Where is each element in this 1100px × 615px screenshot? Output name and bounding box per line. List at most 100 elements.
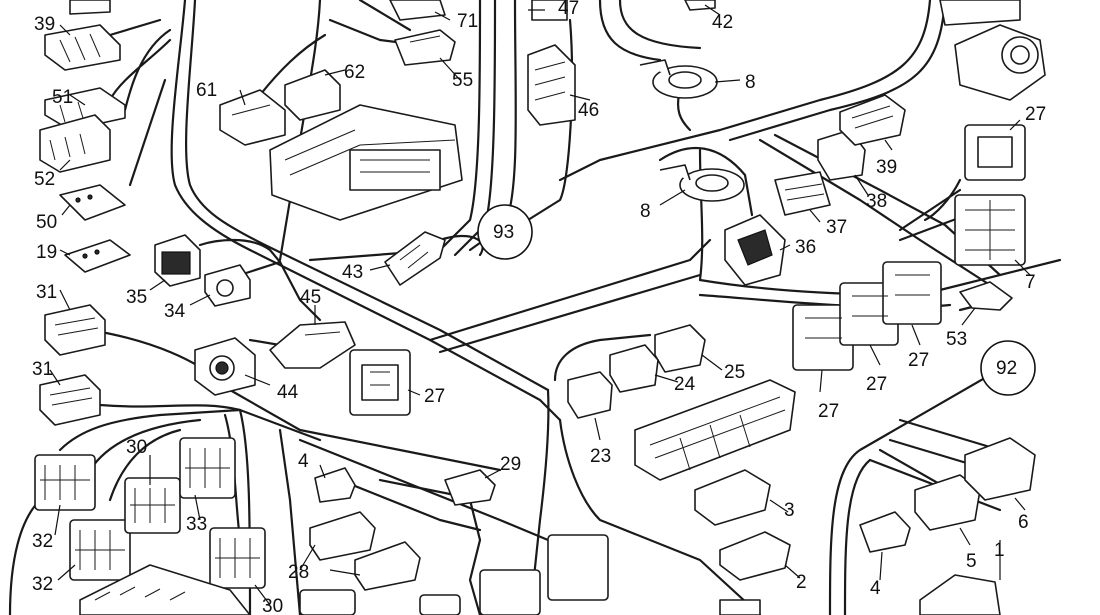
callout-1: 1 bbox=[994, 540, 1005, 561]
connector-27-group bbox=[792, 261, 942, 371]
callout-32: 32 bbox=[32, 574, 53, 595]
connector-3 bbox=[694, 469, 771, 526]
callout-62: 62 bbox=[344, 62, 365, 83]
connector-29 bbox=[444, 469, 496, 506]
connector-6 bbox=[964, 437, 1036, 501]
connector-39-right bbox=[839, 94, 906, 146]
connector-25 bbox=[654, 324, 706, 373]
callout-30: 30 bbox=[126, 437, 147, 458]
connector-45 bbox=[269, 321, 356, 369]
callout-51: 51 bbox=[52, 87, 73, 108]
connector-52 bbox=[39, 114, 111, 173]
connector-39-top-left bbox=[44, 0, 121, 71]
callout-46: 46 bbox=[578, 100, 599, 121]
callout-27: 27 bbox=[866, 374, 887, 395]
callout-33: 33 bbox=[186, 514, 207, 535]
leader-lines bbox=[49, 4, 1036, 606]
connector-bottom-right-small bbox=[719, 599, 761, 615]
callout-5: 5 bbox=[966, 551, 977, 572]
callout-3: 3 bbox=[784, 500, 795, 521]
callout-29: 29 bbox=[500, 454, 521, 475]
steering-sensor bbox=[939, 0, 1046, 101]
callout-42: 42 bbox=[712, 12, 733, 33]
connector-19 bbox=[64, 239, 131, 273]
callout-39: 39 bbox=[876, 157, 897, 178]
connector-36 bbox=[724, 214, 786, 286]
callout-35: 35 bbox=[126, 287, 147, 308]
callout-92: 92 bbox=[996, 358, 1017, 379]
connector-1 bbox=[919, 574, 1001, 615]
connector-2 bbox=[719, 531, 791, 581]
connector-42 bbox=[684, 0, 716, 11]
callout-6: 6 bbox=[1018, 512, 1029, 533]
callout-43: 43 bbox=[342, 262, 363, 283]
callout-52: 52 bbox=[34, 169, 55, 190]
relay-panel bbox=[634, 379, 796, 481]
connector-31-lower bbox=[39, 374, 101, 426]
callout-4: 4 bbox=[298, 451, 309, 472]
callout-44: 44 bbox=[277, 382, 299, 403]
callout-45: 45 bbox=[300, 287, 321, 308]
connector-71 bbox=[389, 0, 446, 21]
fuse-relay-box bbox=[79, 564, 251, 615]
connector-53 bbox=[959, 281, 1013, 311]
callout-53: 53 bbox=[946, 329, 967, 350]
control-unit-main bbox=[269, 104, 463, 221]
callout-23: 23 bbox=[590, 446, 611, 467]
connector-24 bbox=[609, 344, 659, 393]
connector-23 bbox=[567, 371, 613, 419]
connector-37 bbox=[774, 171, 831, 216]
connector-27-center bbox=[349, 349, 411, 416]
sensor-8-lower bbox=[659, 164, 745, 202]
connector-31-upper bbox=[44, 304, 106, 356]
connector-46 bbox=[527, 44, 576, 126]
callout-38: 38 bbox=[866, 191, 887, 212]
connector-55 bbox=[394, 29, 456, 66]
callout-24: 24 bbox=[674, 374, 696, 395]
connector-62 bbox=[284, 69, 341, 121]
sensor-8-upper bbox=[639, 59, 718, 99]
callout-71: 71 bbox=[457, 11, 478, 32]
connector-32-upper bbox=[34, 454, 96, 511]
callout-93: 93 bbox=[493, 222, 514, 243]
connector-7 bbox=[954, 194, 1026, 266]
callout-37: 37 bbox=[826, 217, 847, 238]
callout-8: 8 bbox=[745, 72, 756, 93]
callout-27: 27 bbox=[818, 401, 839, 422]
callout-55: 55 bbox=[452, 70, 473, 91]
connector-4-left bbox=[314, 467, 356, 503]
connector-35 bbox=[154, 234, 201, 287]
callout-34: 34 bbox=[164, 301, 186, 322]
callout-36: 36 bbox=[795, 237, 816, 258]
callout-2: 2 bbox=[796, 572, 807, 593]
reference-circle-93 bbox=[477, 204, 533, 260]
relay-module-61 bbox=[219, 89, 286, 146]
callout-19: 19 bbox=[36, 242, 57, 263]
callout-31: 31 bbox=[36, 282, 57, 303]
connector-33 bbox=[179, 437, 236, 499]
connector-30-upper bbox=[124, 477, 181, 534]
connector-28-pair bbox=[309, 511, 421, 591]
callout-32: 32 bbox=[32, 531, 53, 552]
connector-34 bbox=[204, 264, 251, 307]
callout-labels: 39 51 52 50 19 31 31 32 32 30 33 30 35 3… bbox=[32, 0, 1046, 615]
callout-47: 47 bbox=[558, 0, 579, 19]
callout-27: 27 bbox=[1025, 104, 1046, 125]
connector-51 bbox=[44, 87, 126, 131]
connector-30-lower bbox=[209, 527, 266, 589]
connector-32-lower bbox=[69, 519, 131, 581]
connector-27-bottom bbox=[299, 534, 609, 615]
reference-circle-92 bbox=[980, 340, 1036, 396]
callout-4: 4 bbox=[870, 578, 881, 599]
callout-8: 8 bbox=[640, 201, 651, 222]
connector-27-right-top bbox=[964, 124, 1026, 181]
callout-39: 39 bbox=[34, 14, 55, 35]
connector-44 bbox=[194, 337, 256, 396]
connector-4-right bbox=[859, 511, 911, 553]
connector-5 bbox=[914, 474, 981, 531]
callout-28: 28 bbox=[288, 562, 309, 583]
callout-27: 27 bbox=[424, 386, 445, 407]
callout-27: 27 bbox=[908, 350, 929, 371]
callout-61: 61 bbox=[196, 80, 217, 101]
